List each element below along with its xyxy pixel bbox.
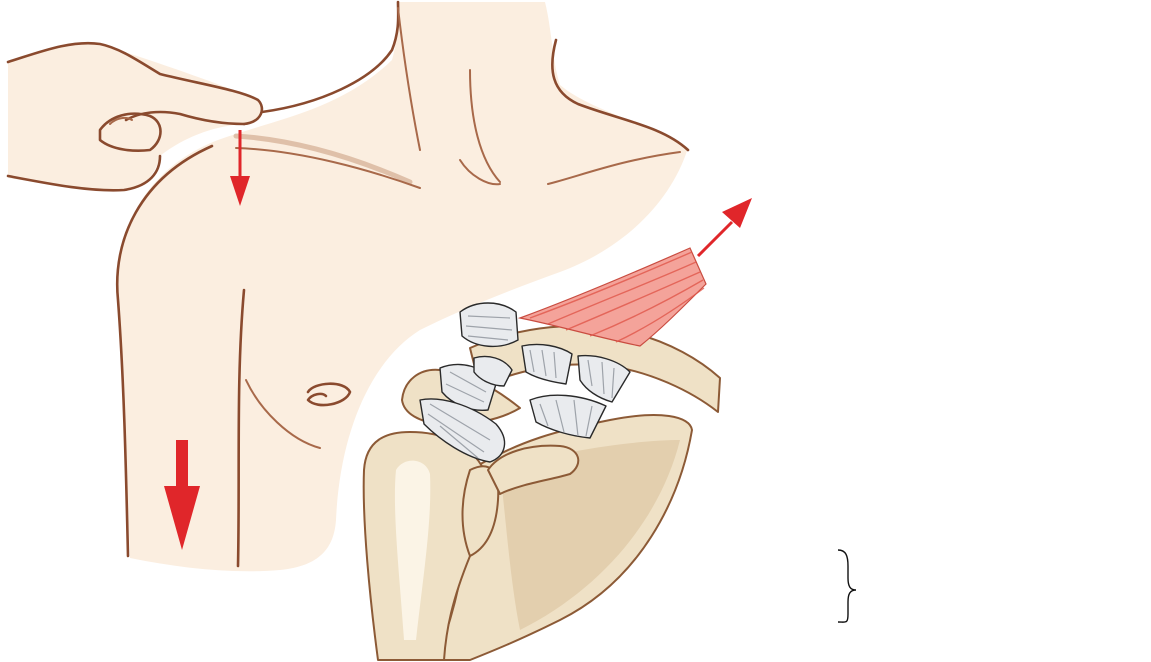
hand-icon	[6, 41, 264, 192]
trapezoid-ligament	[529, 394, 607, 439]
neck-tendon-left	[397, 7, 421, 151]
muscle-arrow-head	[722, 198, 752, 228]
ligament-striation	[427, 403, 491, 459]
arm-arrow-shaft	[176, 440, 188, 490]
ligament-striation	[445, 371, 487, 403]
neck-outline-right	[551, 38, 690, 152]
humerus-highlight	[394, 460, 431, 640]
knuckle-fold	[109, 116, 133, 125]
ligament-striation	[529, 349, 557, 379]
neck-outline-left	[260, 0, 400, 114]
ligament-striation	[465, 315, 513, 341]
sternal-notch	[459, 159, 501, 186]
muscle-fiber	[547, 261, 697, 325]
small-ligament	[473, 355, 513, 387]
clavicle-highlight	[233, 133, 413, 185]
clavicle-line	[235, 147, 421, 189]
ligaments	[419, 302, 631, 463]
torso-skin	[117, 2, 688, 572]
up-right-arrow-icon	[696, 198, 752, 258]
down-arrow-icon	[164, 440, 200, 550]
thumb	[98, 112, 162, 152]
scapula-shade	[500, 440, 680, 630]
trapezius-muscle	[517, 247, 707, 347]
shoulder-joint-detail	[362, 198, 752, 661]
down-arrow-icon	[230, 130, 250, 206]
joint-capsule-ligament	[419, 398, 506, 463]
hand-outline-bottom	[6, 154, 162, 192]
muscle-fiber	[589, 279, 704, 337]
torso	[115, 0, 690, 572]
curly-brace-icon	[837, 549, 857, 623]
muscle-arrow-shaft	[696, 220, 734, 258]
chest-curve	[245, 379, 321, 449]
ligament-striation	[539, 399, 593, 437]
muscle-fiber	[529, 251, 693, 319]
muscle-fiber	[615, 287, 705, 343]
hand-outline-top	[6, 41, 264, 126]
coracoid-process	[487, 444, 580, 495]
right-clavicle	[547, 151, 681, 185]
acromioclavicular-ligament	[459, 302, 519, 347]
nipple	[306, 382, 352, 407]
conoid-ligament	[577, 354, 631, 403]
muscle-fiber	[565, 271, 701, 331]
neck-tendon-right	[469, 69, 501, 183]
arm-outline	[115, 144, 214, 558]
armpit-line	[236, 288, 246, 568]
arm-arrow-head	[164, 486, 200, 550]
clavicle-arrow-head	[230, 176, 250, 206]
ligament-striation	[587, 359, 615, 399]
coracoclavicular-ligament	[521, 343, 573, 385]
